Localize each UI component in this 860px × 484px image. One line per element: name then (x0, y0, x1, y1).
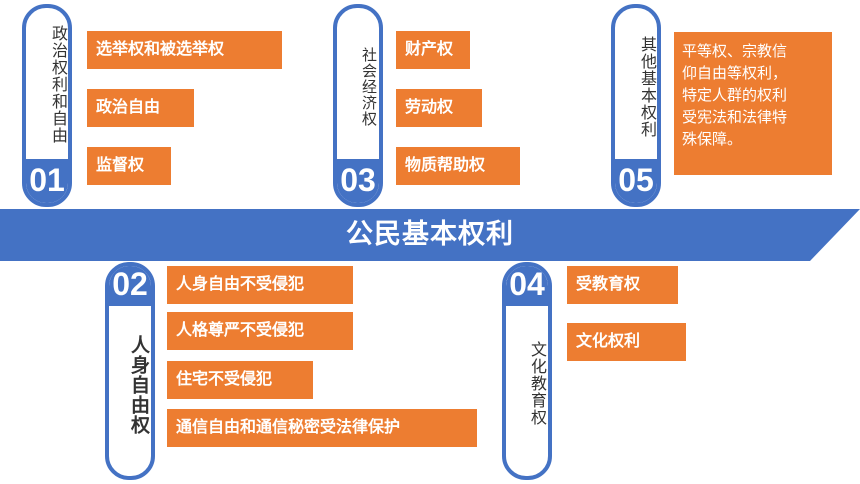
group-04-item-1: 受教育权 (567, 266, 678, 304)
central-banner: 公民基本权利 (0, 209, 860, 261)
group-05-note-line-1: 平等权、宗教信 (682, 42, 788, 60)
group-01-pill: 政治权利和自由 01 (22, 4, 72, 207)
group-01-label: 政治权利和自由 (49, 24, 68, 144)
group-04-item-2: 文化权利 (567, 323, 686, 361)
group-04-number-box (506, 266, 548, 306)
group-02-pill: 02 人身自由权 (105, 262, 155, 480)
group-03-pill: 社会经济权 03 (333, 4, 383, 207)
group-01-number: 01 (29, 162, 65, 198)
group-02-item-3: 住宅不受侵犯 (167, 361, 313, 399)
group-05-number-box (615, 159, 657, 203)
group-02-number: 02 (112, 266, 148, 302)
group-03-item-1: 财产权 (396, 31, 470, 69)
group-02-item-1: 人身自由不受侵犯 (167, 266, 353, 304)
group-01-item-3: 监督权 (87, 147, 171, 185)
group-04-pill: 04 文化教育权 (502, 262, 552, 480)
group-01-number-box (26, 159, 68, 203)
group-02-label: 人身自由权 (128, 334, 150, 435)
group-03-label: 社会经济权 (360, 47, 378, 127)
group-04-number: 04 (509, 266, 545, 302)
banner-title: 公民基本权利 (346, 219, 514, 250)
group-05-note-line-3: 特定人群的权利 (682, 86, 788, 104)
group-03-item-3: 物质帮助权 (396, 147, 520, 185)
group-01-item-2: 政治自由 (87, 89, 194, 127)
group-04-label: 文化教育权 (528, 340, 547, 426)
group-02-item-2: 人格尊严不受侵犯 (167, 312, 353, 350)
group-05-note: 平等权、宗教信 仰自由等权利， 特定人群的权利 受宪法和法律特 殊保障。 (674, 32, 832, 175)
group-03-number: 03 (340, 162, 376, 198)
group-03-item-2: 劳动权 (396, 89, 482, 127)
group-05-pill: 其他基本权利 05 (611, 4, 661, 207)
group-03-number-box (337, 159, 379, 203)
group-05-note-line-4: 受宪法和法律特 (682, 108, 788, 126)
group-05-label: 其他基本权利 (638, 36, 657, 138)
group-05-note-line-5: 殊保障。 (682, 130, 743, 148)
group-01-item-1: 选举权和被选举权 (87, 31, 282, 69)
group-05-note-line-2: 仰自由等权利， (682, 64, 788, 82)
group-05-number: 05 (618, 162, 654, 198)
group-02-number-box (109, 266, 151, 306)
group-02-item-4: 通信自由和通信秘密受法律保护 (167, 409, 477, 447)
banner-shape (0, 209, 860, 261)
